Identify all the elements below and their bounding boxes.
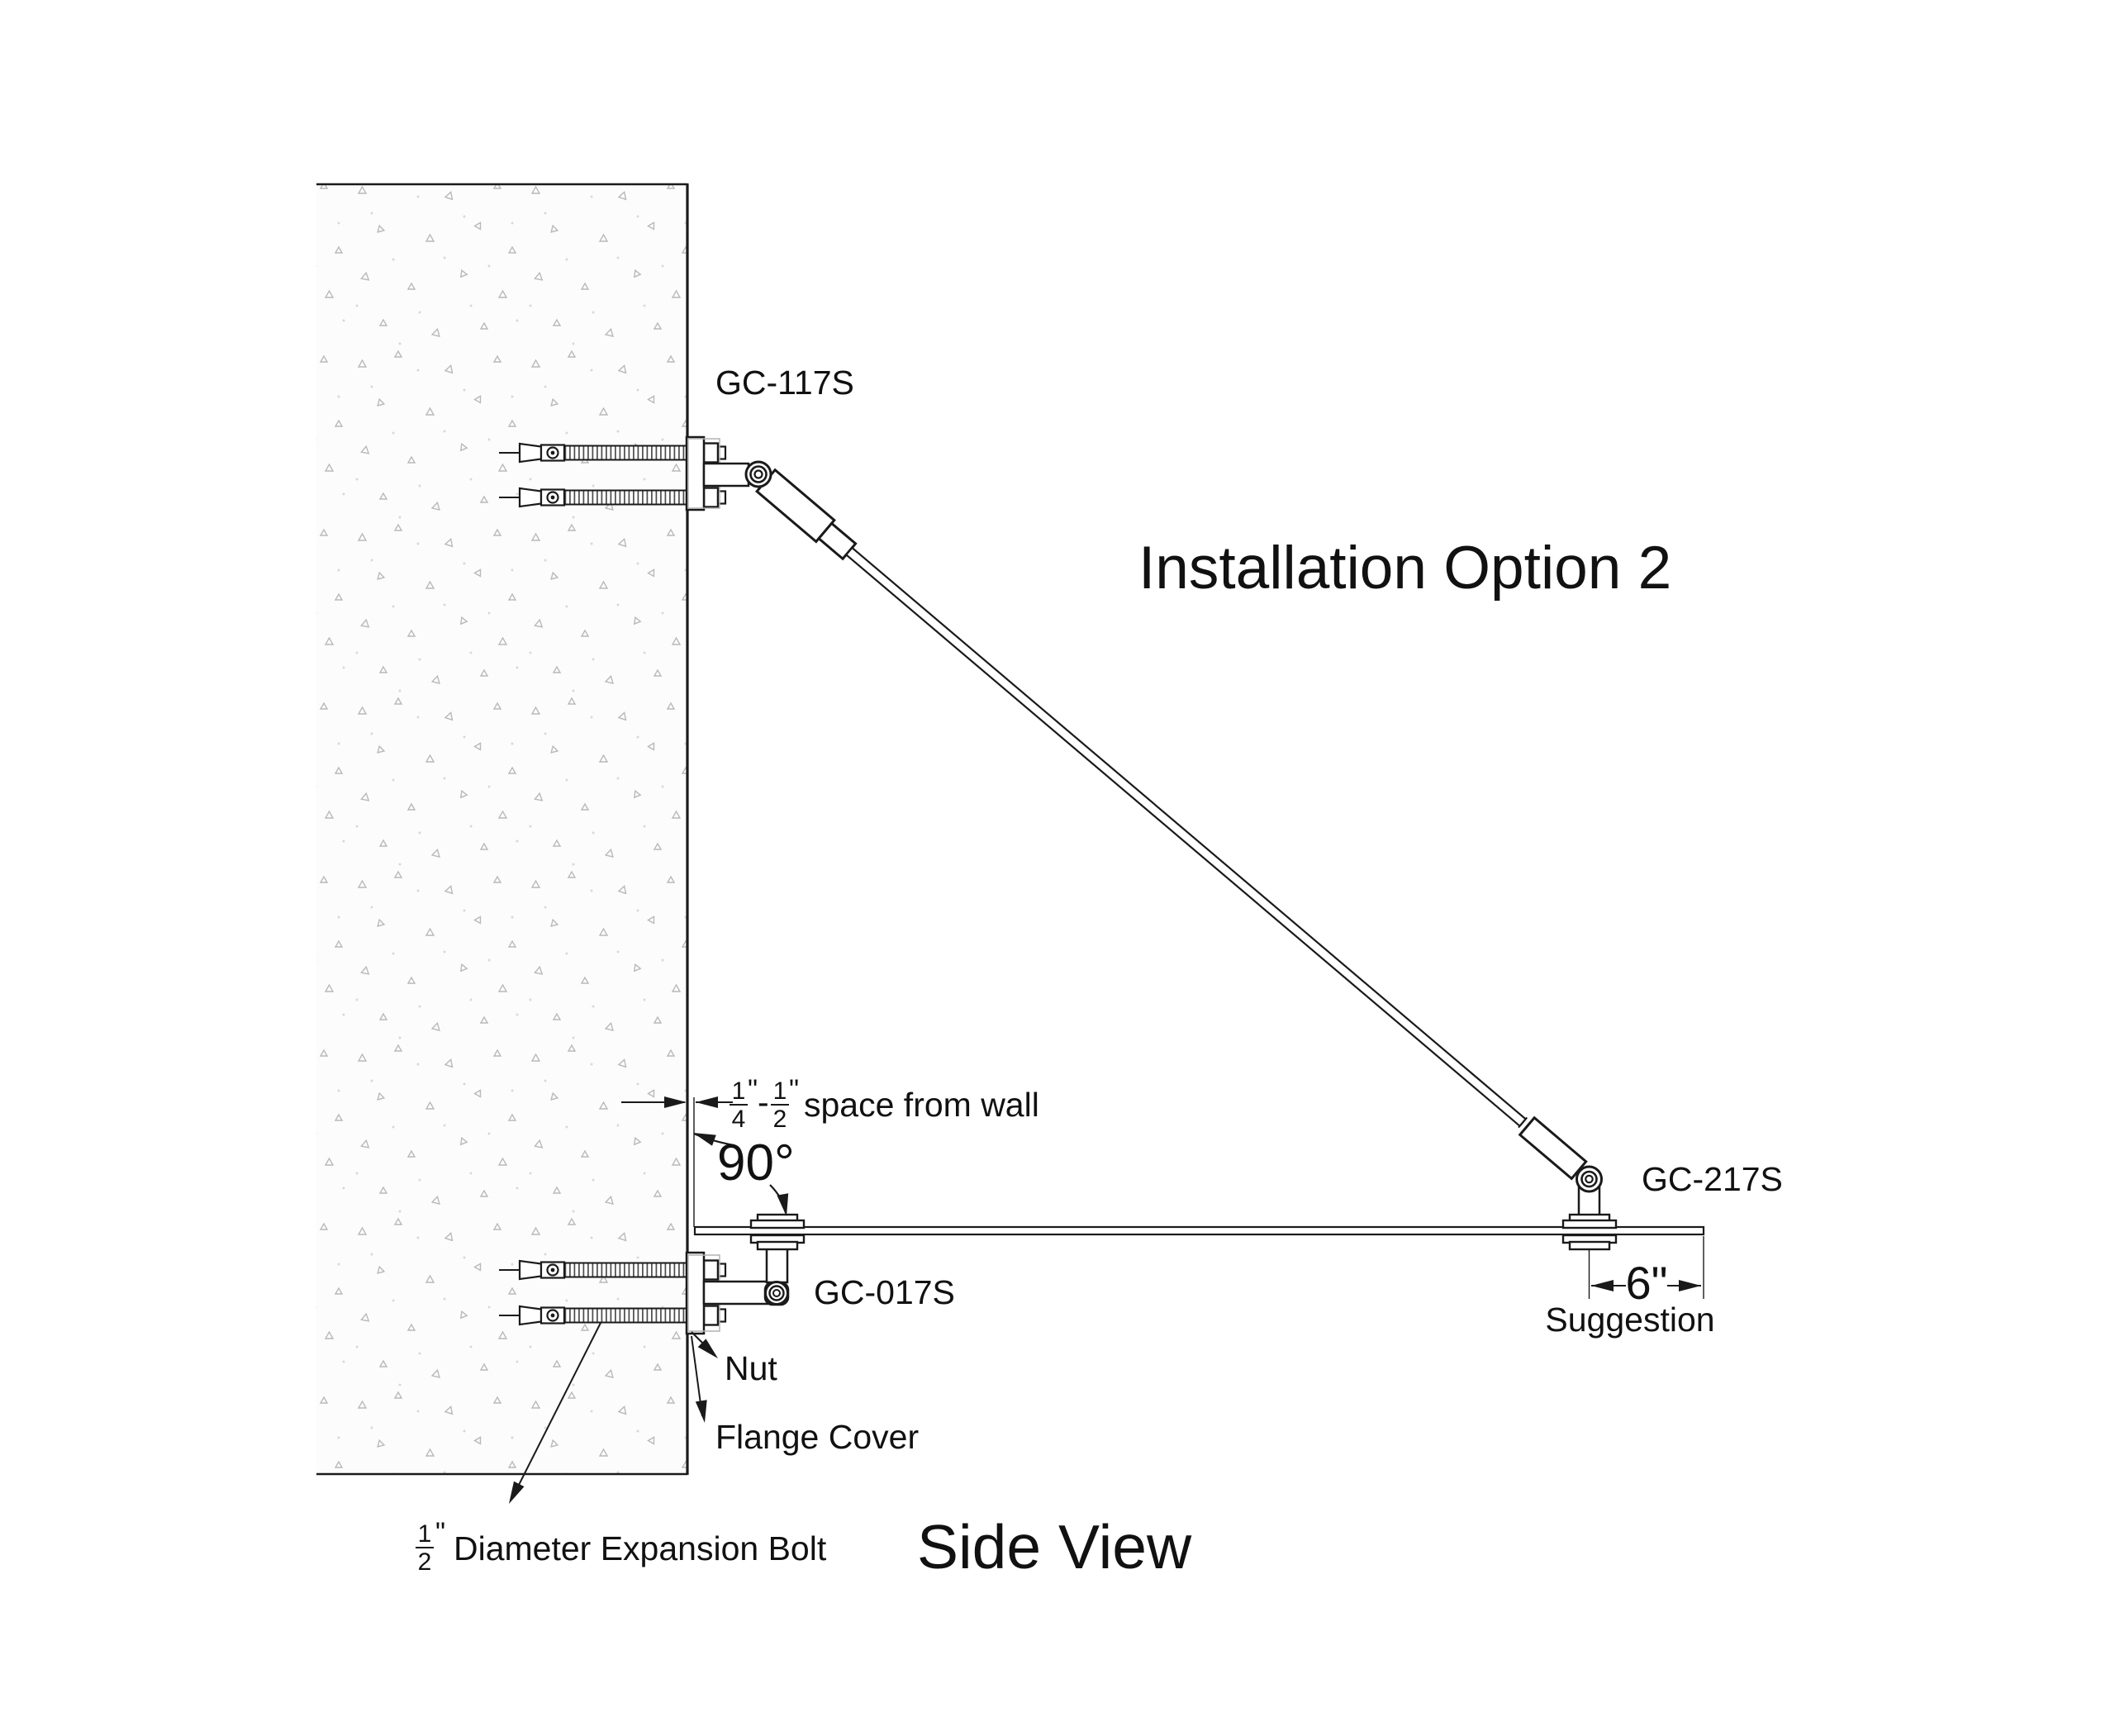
leader-lines (503, 1322, 722, 1507)
bracket-arm (702, 1280, 770, 1306)
inch-mark: " (435, 1517, 445, 1548)
angle-arrow-upper (691, 1127, 716, 1146)
rod-lower-sleeve (1518, 1115, 1588, 1181)
bracket-arm (702, 462, 750, 488)
dimension-separator: - (758, 1083, 769, 1121)
bolt-fraction-den: 2 (418, 1548, 432, 1576)
inch-mark: " (789, 1074, 799, 1106)
rod-joint-tick (1518, 1116, 1528, 1129)
top-wall-bracket (497, 435, 772, 511)
glass-panel (693, 1225, 1705, 1236)
inch-mark: " (748, 1074, 758, 1106)
glass-fitting-label: GC-217S (1642, 1160, 1783, 1198)
fraction-half-num: 1 (773, 1077, 787, 1105)
fraction-quarter-den: 4 (732, 1106, 746, 1133)
glass-end-fitting (1561, 1165, 1618, 1251)
overhang-dimension: 6" Suggestion (1545, 1236, 1715, 1339)
bolt-description: Diameter Expansion Bolt (454, 1529, 827, 1567)
expansion-bolt-label: 1 2 " Diameter Expansion Bolt (416, 1517, 827, 1576)
bottom-bracket-label: GC-017S (814, 1273, 955, 1311)
nut-label: Nut (725, 1349, 777, 1387)
dim-arrow-right (1679, 1280, 1701, 1291)
overhang-note: Suggestion (1545, 1301, 1714, 1339)
wall-plate (685, 435, 706, 511)
drawing-title: Installation Option 2 (1138, 535, 1671, 602)
wall-space-dimension: 1 4 " - 1 2 " space from wall (621, 1074, 1039, 1227)
angle-callout: 90° (691, 1127, 795, 1218)
bolt-fraction-num: 1 (418, 1520, 432, 1548)
concrete-wall (316, 183, 689, 1476)
wall-texture (316, 184, 687, 1474)
dim-arrow-left (696, 1096, 718, 1108)
bottom-wall-bracket (497, 1213, 806, 1335)
support-rod-assembly (755, 468, 1588, 1181)
rod-shaft (844, 546, 1528, 1128)
fraction-half-den: 2 (773, 1106, 787, 1133)
angle-label: 90° (717, 1134, 795, 1191)
space-from-wall-label: space from wall (804, 1086, 1039, 1124)
pivot-joint (1576, 1165, 1603, 1193)
flange-cover-label: Flange Cover (715, 1418, 919, 1456)
wall-plate (685, 1251, 706, 1335)
top-bracket-label: GC-117S (715, 364, 854, 402)
overhang-value: 6" (1625, 1257, 1667, 1309)
view-label: Side View (917, 1512, 1192, 1581)
expansion-bolt-leader (514, 1322, 601, 1494)
fraction-quarter-num: 1 (732, 1077, 746, 1105)
